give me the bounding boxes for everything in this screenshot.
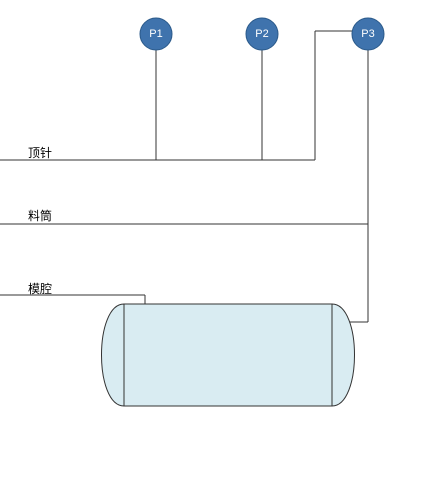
pipes — [0, 30, 369, 323]
tank-right-cap — [331, 303, 355, 407]
gauge-p3-label: P3 — [361, 28, 374, 40]
gauge-p2: P2 — [245, 17, 279, 51]
gauge-p2-circle — [245, 17, 279, 51]
gauge-p1-label: P1 — [149, 28, 162, 40]
tank — [101, 303, 355, 407]
gauge-p3: P3 — [351, 17, 385, 51]
gauge-p2-label: P2 — [255, 28, 268, 40]
tank-left-cap — [101, 303, 125, 407]
tank-body — [123, 303, 333, 407]
gauge-p1: P1 — [139, 17, 173, 51]
barrel-label: 料筒 — [28, 208, 52, 223]
gauge-p3-circle — [351, 17, 385, 51]
ejector-label: 顶针 — [28, 145, 52, 160]
gauge-p1-circle — [139, 17, 173, 51]
cavity-label: 模腔 — [28, 281, 52, 296]
